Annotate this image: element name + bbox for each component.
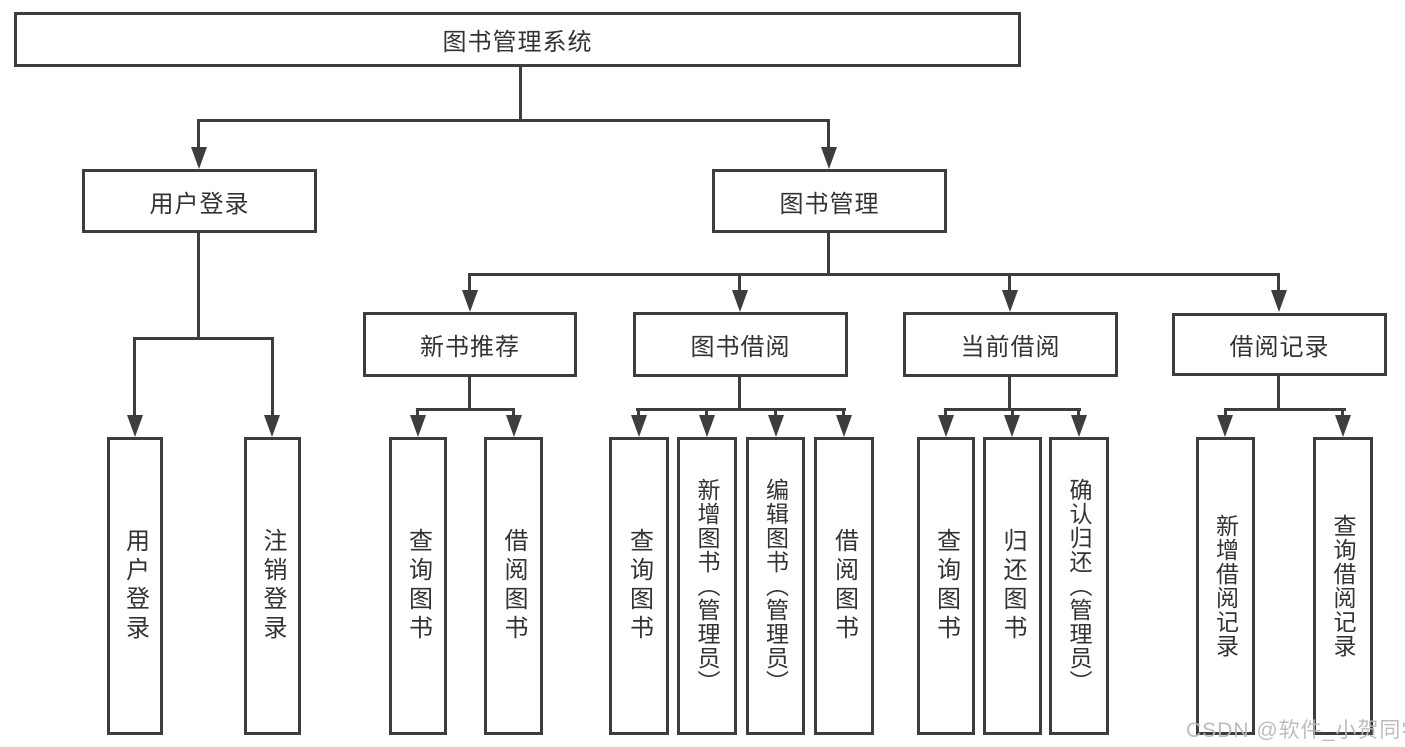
connector-line (512, 411, 515, 417)
connector-line (1008, 276, 1011, 291)
node-current-borrow: 当前借阅 (903, 312, 1118, 377)
connector-line (1011, 411, 1014, 417)
arrow-head (462, 290, 478, 312)
connector-line (1224, 408, 1346, 411)
leaf-query-book-recommend-label: 查询图书 (404, 528, 432, 644)
leaf-edit-book-admin-label: 编辑图书（管理员） (762, 478, 789, 694)
leaf-borrow-book-recommend: 借阅图书 (484, 437, 543, 735)
leaf-query-borrow-record: 查询借阅记录 (1313, 437, 1373, 735)
connector-line (519, 67, 522, 122)
connector-line (197, 119, 830, 122)
connector-line (468, 273, 1280, 276)
connector-line (827, 122, 830, 148)
node-borrow-records: 借阅记录 (1172, 313, 1387, 376)
arrow-head (631, 415, 647, 437)
connector-line (416, 408, 515, 411)
leaf-logout: 注销登录 (244, 437, 301, 735)
node-root: 图书管理系统 (14, 12, 1021, 67)
leaf-borrow-book: 借阅图书 (814, 437, 874, 735)
leaf-query-book-current: 查询图书 (917, 437, 975, 735)
leaf-confirm-return-admin-label: 确认归还（管理员） (1066, 478, 1092, 694)
connector-line (637, 411, 640, 417)
connector-line (636, 408, 846, 411)
connector-line (842, 411, 845, 417)
connector-line (468, 276, 471, 291)
node-book-management: 图书管理 (712, 169, 947, 233)
connector-line (1224, 411, 1227, 417)
connector-line (944, 408, 1081, 411)
node-root-label: 图书管理系统 (442, 29, 593, 56)
connector-line (1077, 411, 1080, 417)
connector-line (416, 411, 419, 417)
connector-line (944, 411, 947, 417)
connector-line (1341, 411, 1344, 417)
node-book-management-label: 图书管理 (779, 190, 880, 218)
leaf-confirm-return-admin: 确认归还（管理员） (1049, 437, 1109, 735)
leaf-add-borrow-record-label: 新增借阅记录 (1212, 514, 1239, 658)
connector-line (827, 233, 830, 276)
node-current-borrow-label: 当前借阅 (960, 334, 1061, 361)
leaf-query-book-borrow-label: 查询图书 (625, 528, 653, 644)
connector-line (738, 377, 741, 411)
leaf-user-login-label: 用户登录 (121, 528, 149, 644)
leaf-query-borrow-record-label: 查询借阅记录 (1330, 514, 1356, 658)
arrow-head (699, 415, 715, 437)
node-user-login-label: 用户登录 (149, 190, 250, 218)
leaf-borrow-book-recommend-label: 借阅图书 (500, 528, 527, 644)
arrow-head (1217, 415, 1233, 437)
leaf-edit-book-admin: 编辑图书（管理员） (746, 437, 805, 735)
arrow-head (732, 290, 748, 312)
arrow-head (1004, 415, 1020, 437)
connector-line (197, 233, 200, 340)
arrow-head (410, 415, 426, 437)
leaf-add-book-admin-label: 新增图书（管理员） (694, 478, 720, 694)
arrow-head (506, 415, 522, 437)
arrow-head (821, 147, 837, 169)
arrow-head (264, 415, 280, 437)
arrow-head (1335, 415, 1351, 437)
connector-line (705, 411, 708, 417)
leaf-add-book-admin: 新增图书（管理员） (677, 437, 737, 735)
arrow-head (1271, 290, 1287, 312)
connector-line (468, 377, 471, 411)
node-book-borrow: 图书借阅 (633, 312, 848, 377)
leaf-borrow-book-label: 借阅图书 (830, 528, 858, 644)
leaf-query-book-recommend: 查询图书 (389, 437, 447, 735)
connector-line (133, 337, 274, 340)
csdn-watermark: CSDN @软件_小贺同学 (1186, 719, 1405, 742)
connector-line (1277, 376, 1280, 411)
connector-line (774, 411, 777, 417)
node-new-book-recommend: 新书推荐 (363, 312, 577, 377)
leaf-logout-label: 注销登录 (259, 528, 286, 644)
node-user-login: 用户登录 (82, 169, 317, 233)
leaf-query-book-borrow: 查询图书 (609, 437, 669, 735)
node-borrow-records-label: 借阅记录 (1229, 334, 1330, 361)
arrow-head (127, 415, 143, 437)
connector-line (197, 122, 200, 148)
node-book-borrow-label: 图书借阅 (690, 334, 791, 361)
arrow-head (1071, 415, 1087, 437)
connector-line (133, 340, 136, 416)
leaf-add-borrow-record: 新增借阅记录 (1196, 437, 1255, 735)
arrow-head (836, 415, 852, 437)
connector-line (1277, 276, 1280, 291)
connector-line (271, 340, 274, 416)
leaf-return-book-label: 归还图书 (999, 528, 1026, 644)
arrow-head (1002, 290, 1018, 312)
leaf-query-book-current-label: 查询图书 (932, 528, 960, 644)
arrow-head (768, 415, 784, 437)
leaf-user-login: 用户登录 (107, 437, 163, 735)
node-new-book-recommend-label: 新书推荐 (420, 334, 520, 361)
leaf-return-book: 归还图书 (983, 437, 1042, 735)
arrow-head (938, 415, 954, 437)
arrow-head (191, 147, 207, 169)
connector-line (1008, 377, 1011, 411)
connector-line (738, 276, 741, 291)
